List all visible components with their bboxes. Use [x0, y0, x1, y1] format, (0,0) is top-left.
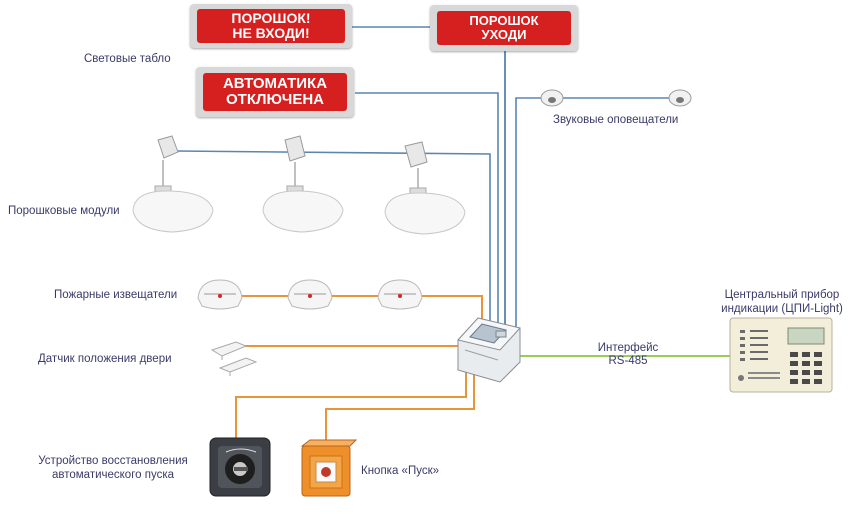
sign2-line2: УХОДИ [481, 27, 527, 42]
wire-sounders [515, 97, 683, 340]
sign-powder-leave: ПОРОШОК УХОДИ [430, 5, 578, 51]
label-interface-line2: RS-485 [608, 355, 648, 367]
label-restore-device-line1: Устройство восстановления [38, 455, 188, 467]
sounder-1 [540, 89, 564, 107]
wire-restore [235, 358, 467, 440]
label-restore-device: Устройство восстановления автоматическог… [28, 454, 198, 482]
sign3-line2: ОТКЛЮЧЕНА [226, 91, 324, 108]
label-fire-detectors: Пожарные извещатели [54, 289, 178, 301]
label-central-unit-line2: индикации (ЦПИ-Light) [721, 303, 843, 315]
powder-module-3 [384, 141, 466, 235]
wire-start [325, 358, 475, 450]
label-central-unit: Центральный прибор индикации (ЦПИ-Light) [712, 288, 852, 316]
label-central-unit-line1: Центральный прибор [724, 289, 840, 301]
label-interface-line1: Интерфейс [597, 342, 659, 354]
label-light-boards: Световые табло [84, 53, 171, 65]
fire-detector-1 [197, 279, 243, 310]
controller-module [457, 317, 521, 383]
label-sounders: Звуковые оповещатели [553, 114, 679, 126]
label-powder-modules: Порошковые модули [8, 205, 120, 217]
start-button-device [300, 439, 358, 497]
sign1-line2: НЕ ВХОДИ! [232, 25, 310, 41]
wire-sign3 [355, 92, 499, 340]
fire-detector-3 [377, 279, 423, 310]
label-start-button: Кнопка «Пуск» [361, 465, 440, 477]
sign-automation-off: АВТОМАТИКА ОТКЛЮЧЕНА [196, 67, 354, 117]
restore-device [209, 437, 271, 497]
wire-sign1 [352, 26, 506, 340]
label-door-sensor: Датчик положения двери [38, 353, 172, 365]
label-restore-device-line2: автоматического пуска [51, 469, 175, 481]
sign2-line1: ПОРОШОК [469, 13, 539, 29]
sign3-line1: АВТОМАТИКА [222, 75, 328, 93]
powder-module-2 [262, 135, 344, 233]
sign1-line1: ПОРОШОК! [231, 10, 311, 27]
door-sensor [210, 341, 258, 376]
sign-powder-no-entry: ПОРОШОК! НЕ ВХОДИ! [190, 4, 352, 48]
label-interface: Интерфейс RS-485 [592, 342, 664, 368]
wire-detectors [208, 295, 483, 325]
powder-module-1 [132, 135, 214, 233]
central-indicator-unit [729, 317, 833, 393]
sounder-2 [668, 89, 692, 107]
wire-modules [174, 150, 491, 340]
fire-detector-2 [287, 279, 333, 310]
